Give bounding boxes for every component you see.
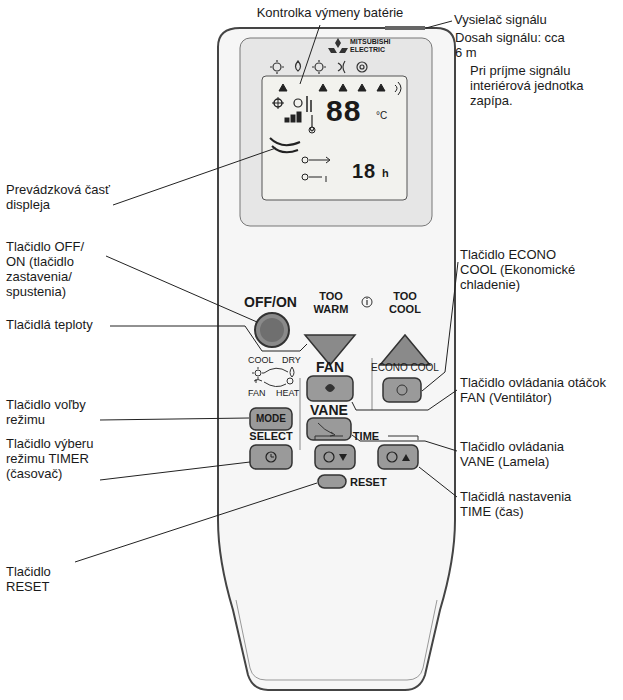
lcd-digits: 88	[326, 94, 376, 129]
leader-lines	[75, 21, 458, 562]
select-button	[250, 445, 292, 469]
callout-label: Tlačidlo ovládania VANE (Lamela)	[460, 440, 600, 470]
button-label: TIME	[343, 430, 389, 443]
fan-button	[307, 376, 353, 401]
remote-body	[218, 28, 455, 690]
down-arrow-icon	[339, 454, 347, 461]
button-label: FAN	[305, 359, 355, 375]
lcd-display	[262, 76, 407, 200]
leader-line	[352, 390, 457, 410]
callout-label: Dosah signálu: cca 6 m	[455, 31, 565, 61]
info-icon-mark	[366, 298, 367, 305]
button-label: ECONO COOL	[370, 362, 440, 374]
lcd-unit: °C	[376, 110, 396, 122]
button-label: TOO COOL	[382, 290, 428, 315]
clock-icon	[324, 452, 334, 462]
callout-label: Prevádzková časť displeja	[6, 183, 116, 213]
callout-label: Tlačidlo RESET	[6, 565, 78, 595]
leader-line	[419, 467, 457, 497]
mode-icons	[270, 60, 367, 74]
up-arrow-icon	[402, 454, 410, 461]
leader-line	[100, 418, 249, 420]
mode-label: HEAT	[276, 388, 300, 398]
callout-label: Vysielač signálu	[454, 13, 619, 28]
fan-button-icon	[325, 384, 335, 392]
clock-hands	[271, 454, 274, 457]
off-on-button	[255, 313, 289, 347]
leader-line	[106, 256, 257, 322]
lcd-unit: h	[382, 167, 396, 180]
leader-line	[426, 21, 452, 28]
button-label: TOO WARM	[308, 290, 354, 315]
clock-icon	[387, 452, 397, 462]
leader-line	[75, 483, 317, 562]
logo-diamonds	[328, 38, 348, 53]
econo-cool-button	[383, 378, 421, 402]
off-on-button-face	[260, 318, 284, 342]
vane-button	[307, 418, 351, 440]
button-label: SELECT	[246, 430, 296, 443]
time-down-button	[315, 445, 355, 469]
callout-label: Tlačidlo ECONO COOL (Ekonomické chladeni…	[460, 248, 590, 293]
mode-label: DRY	[282, 355, 302, 365]
callout-label: Pri príjme signálu interiérová jednotka …	[470, 64, 615, 109]
leader-line	[113, 148, 276, 205]
econo-cool-icon	[397, 385, 407, 395]
callout-label: Kontrolka výmeny batérie	[230, 6, 430, 21]
callout-label: Tlačidlá nastavenia TIME (čas)	[460, 490, 590, 520]
callout-label: Tlačidlo OFF/ ON (tlačidlo zastavenia/ s…	[6, 240, 106, 300]
remote-edge	[236, 600, 437, 680]
button-label: OFF/ON	[244, 294, 304, 310]
lcd-digits: 18	[352, 160, 382, 183]
time-up-button	[378, 445, 418, 469]
callout-label: Tlačidlá teploty	[6, 318, 110, 333]
info-icon	[362, 297, 372, 307]
callout-label: Tlačidlo výberu režimu TIMER (časovač)	[6, 437, 101, 482]
reset-button	[318, 475, 346, 488]
leader-line	[100, 462, 250, 480]
signal-transmitter	[385, 26, 425, 30]
vane-button-icon	[318, 423, 335, 436]
callout-label: Tlačidlo voľby režimu	[6, 398, 101, 428]
temp-up-button	[380, 335, 430, 365]
brand-text: MITSUBISHI	[350, 38, 410, 46]
mode-label: COOL	[248, 355, 278, 365]
mode-cycle-icons	[252, 367, 294, 387]
display-panel	[240, 38, 432, 226]
leader-line	[300, 25, 320, 84]
button-label: MODE	[250, 413, 292, 425]
mode-label: FAN	[248, 388, 268, 398]
brand-text: ELECTRIC	[350, 46, 410, 54]
leader-line	[110, 326, 307, 351]
callout-label: Tlačidlo ovládania otáčok FAN (Ventiláto…	[460, 376, 610, 406]
clock-icon	[266, 452, 276, 462]
mode-button	[250, 408, 292, 430]
button-label: VANE	[304, 402, 354, 418]
lcd-segments	[270, 82, 401, 182]
button-label: RESET	[350, 476, 400, 489]
